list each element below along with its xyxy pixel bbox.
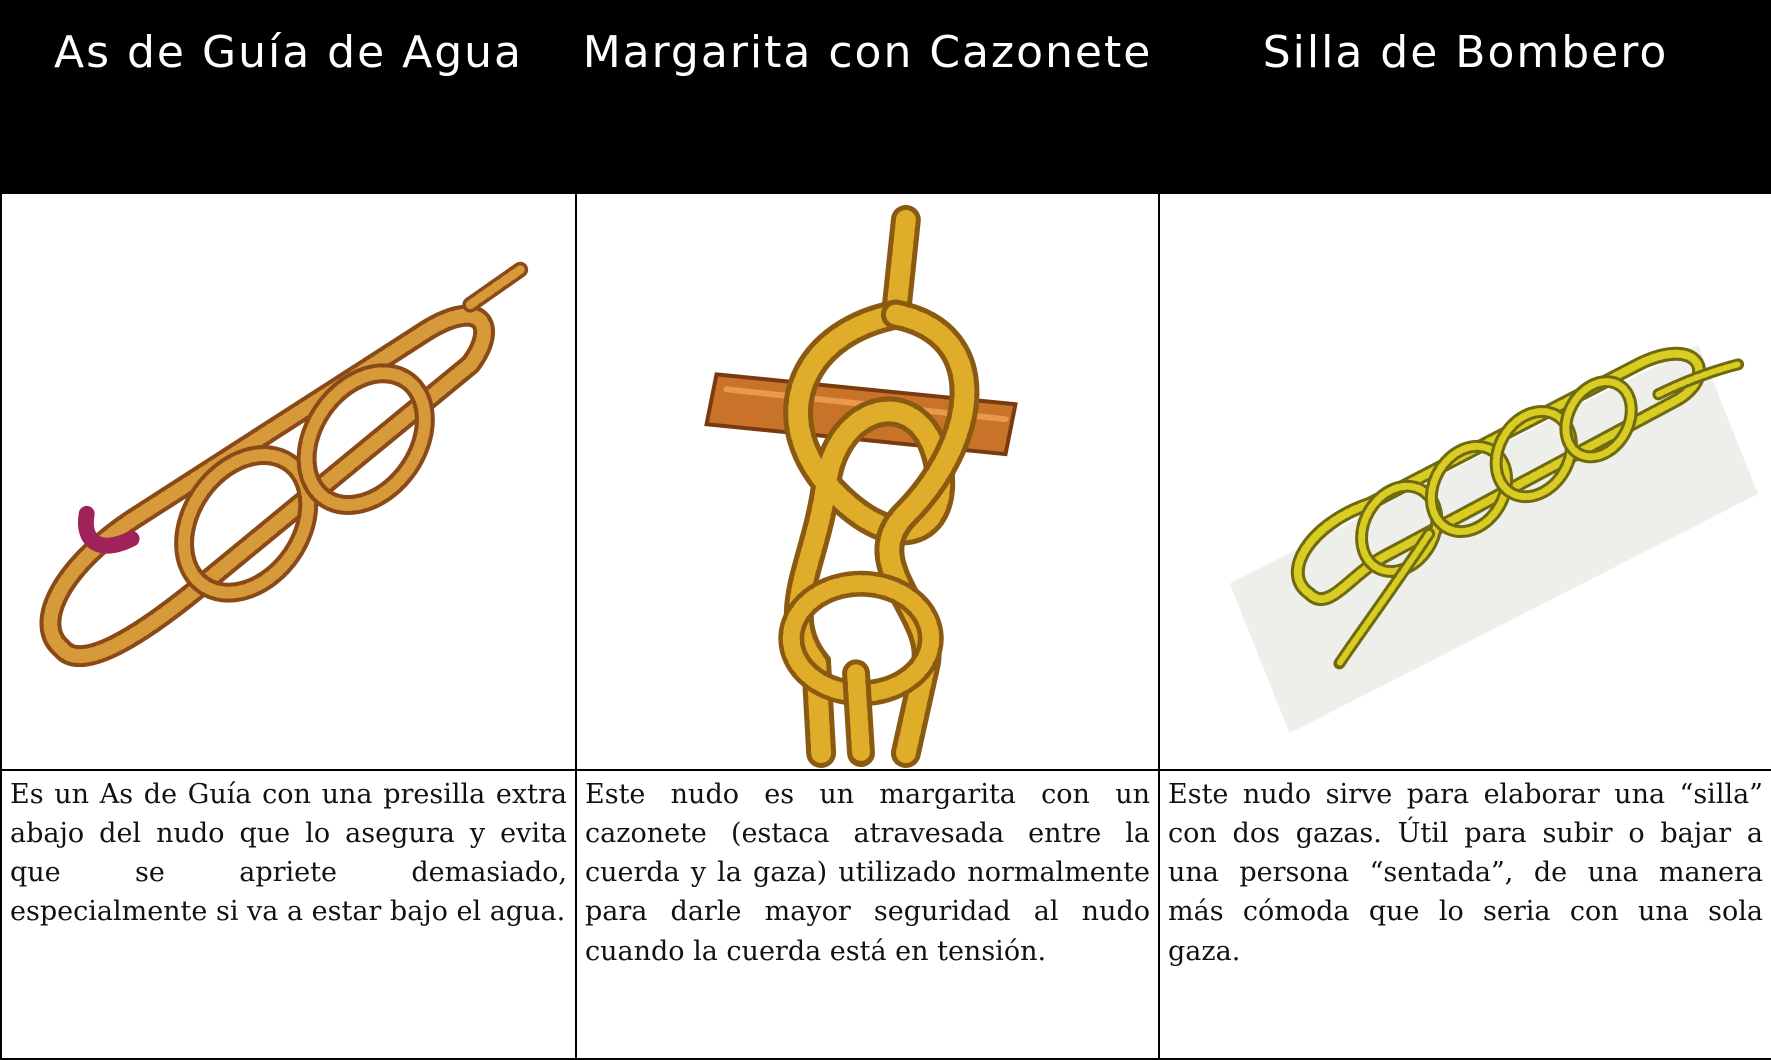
image-row	[0, 192, 1771, 771]
image-cell-as-de-guia	[0, 192, 577, 771]
title-as-de-guia-de-agua: As de Guía de Agua	[0, 0, 577, 194]
image-cell-margarita	[575, 192, 1160, 771]
description-silla-de-bombero: Este nudo sirve para elaborar una “silla…	[1168, 779, 1763, 967]
as-de-guia-de-agua-knot-illustration	[39, 261, 529, 668]
description-margarita-con-cazonete: Este nudo es un margarita con un cazonet…	[585, 779, 1150, 967]
image-cell-silla	[1158, 192, 1771, 771]
margarita-con-cazonete-knot-illustration	[704, 204, 1018, 768]
description-as-de-guia-de-agua: Es un As de Guía con una presilla extra …	[10, 779, 567, 928]
title-margarita-con-cazonete: Margarita con Cazonete	[575, 0, 1160, 194]
header-row: As de Guía de Agua Margarita con Cazonet…	[0, 0, 1771, 194]
title-silla-de-bombero: Silla de Bombero	[1158, 0, 1771, 194]
description-row: Es un As de Guía con una presilla extra …	[0, 769, 1771, 1060]
silla-de-bombero-knot-illustration	[1229, 344, 1759, 734]
description-cell-as-de-guia: Es un As de Guía con una presilla extra …	[0, 769, 577, 1060]
description-cell-silla: Este nudo sirve para elaborar una “silla…	[1158, 769, 1771, 1060]
description-cell-margarita: Este nudo es un margarita con un cazonet…	[575, 769, 1160, 1060]
